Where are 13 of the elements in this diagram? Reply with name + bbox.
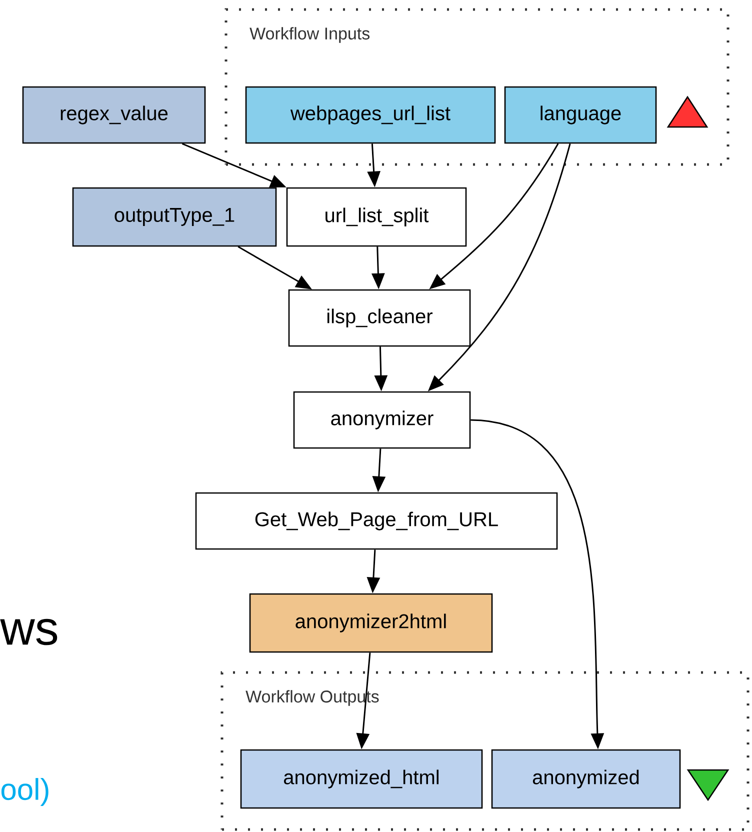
process-box: ilsp_cleaner bbox=[288, 289, 471, 347]
process-box: url_list_split bbox=[286, 187, 467, 247]
process-box: anonymized bbox=[491, 749, 681, 809]
input-box: regex_value bbox=[22, 86, 206, 144]
process-box: anonymized_html bbox=[240, 749, 483, 809]
process-box: Get_Web_Page_from_URL bbox=[195, 492, 558, 550]
slide-text-fragment: ool) bbox=[1, 778, 48, 806]
process-box: language bbox=[504, 86, 657, 144]
input-box: outputType_1 bbox=[72, 187, 277, 247]
process-box: webpages_url_list bbox=[245, 86, 496, 144]
process-box: anonymizer bbox=[293, 391, 471, 449]
slide-text-fragment: ws bbox=[0, 618, 58, 646]
process-box: anonymizer2html bbox=[249, 593, 493, 653]
